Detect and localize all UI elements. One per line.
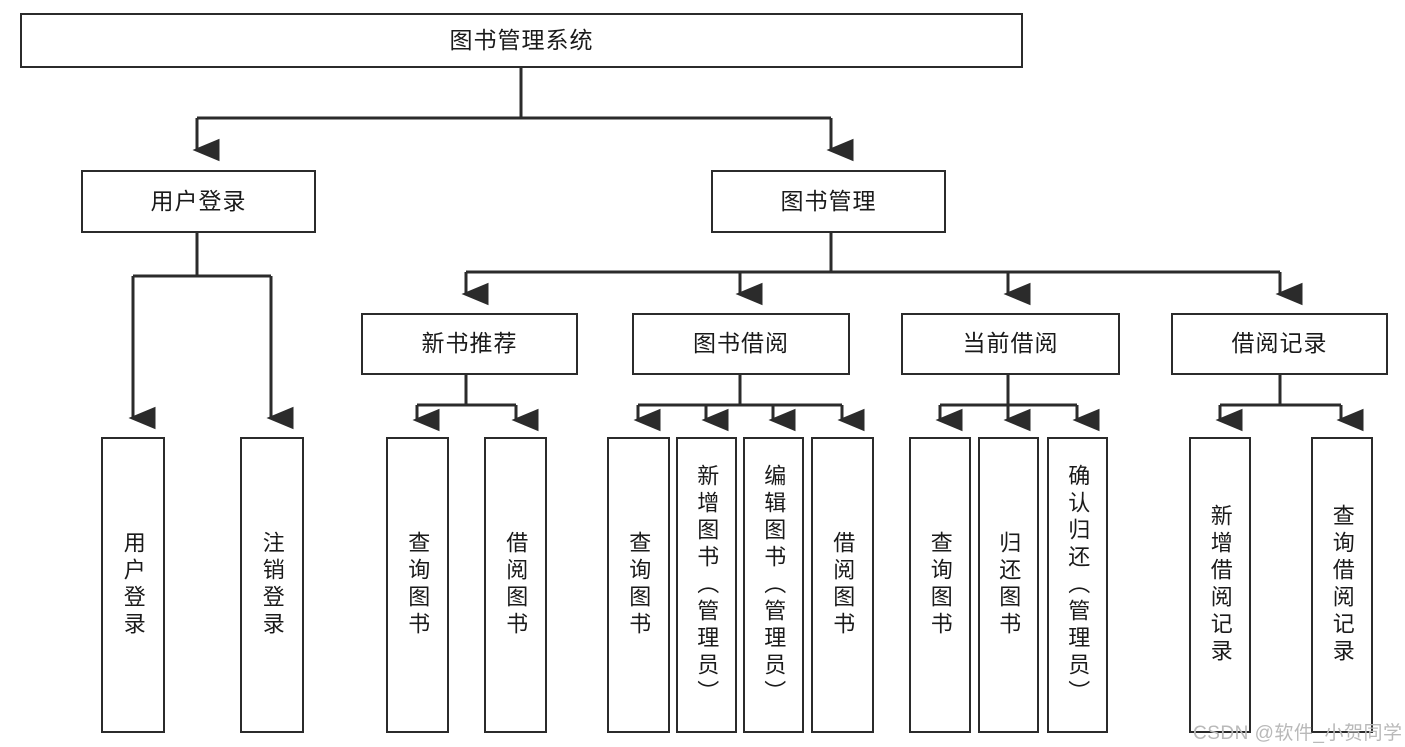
leaf-borrow-add-book-admin[interactable]: 新增图书（管理员） xyxy=(676,437,737,733)
leaf-current-return-book[interactable]: 归还图书 xyxy=(978,437,1039,733)
leaf-current-query-book[interactable]: 查询图书 xyxy=(909,437,971,733)
node-new-book-recommend[interactable]: 新书推荐 xyxy=(361,313,578,375)
leaf-borrow-borrow-book[interactable]: 借阅图书 xyxy=(811,437,874,733)
leaf-new-book-query[interactable]: 查询图书 xyxy=(386,437,449,733)
leaf-user-login-signin[interactable]: 用户登录 xyxy=(101,437,165,733)
node-book-management[interactable]: 图书管理 xyxy=(711,170,946,233)
leaf-borrow-query-book[interactable]: 查询图书 xyxy=(607,437,670,733)
node-root-system[interactable]: 图书管理系统 xyxy=(20,13,1023,68)
watermark-credit: CSDN @软件_小贺同学 xyxy=(1193,723,1403,744)
leaf-records-query-record[interactable]: 查询借阅记录 xyxy=(1311,437,1373,733)
leaf-borrow-edit-book-admin[interactable]: 编辑图书（管理员） xyxy=(743,437,804,733)
leaf-user-login-signout[interactable]: 注销登录 xyxy=(240,437,304,733)
node-user-login[interactable]: 用户登录 xyxy=(81,170,316,233)
node-borrow-records[interactable]: 借阅记录 xyxy=(1171,313,1388,375)
node-current-borrow[interactable]: 当前借阅 xyxy=(901,313,1120,375)
leaf-current-confirm-return-admin[interactable]: 确认归还（管理员） xyxy=(1047,437,1108,733)
leaf-new-book-borrow[interactable]: 借阅图书 xyxy=(484,437,547,733)
leaf-records-add-record[interactable]: 新增借阅记录 xyxy=(1189,437,1251,733)
node-book-borrow[interactable]: 图书借阅 xyxy=(632,313,850,375)
